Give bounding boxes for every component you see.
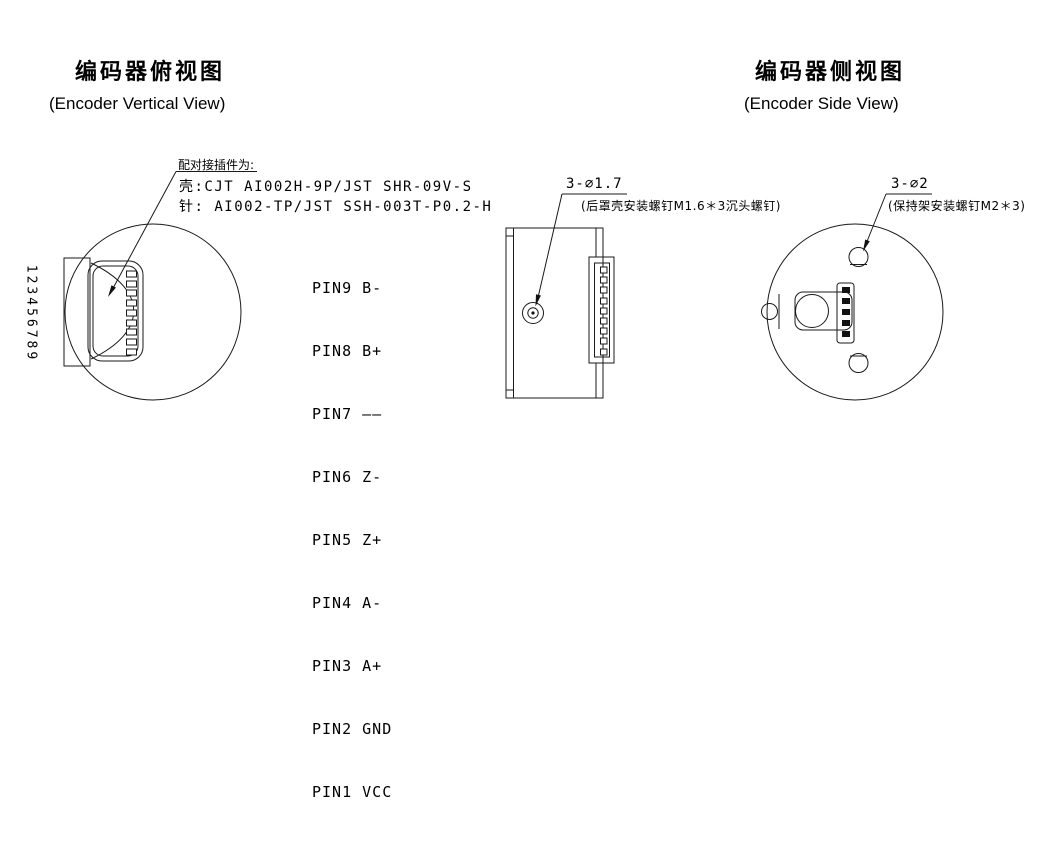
rear-screw-hole-outer bbox=[522, 302, 544, 324]
connector-note-shell: 壳:CJT AI002H-9P/JST SHR-09V-S bbox=[179, 179, 473, 195]
diagram-linework bbox=[63, 171, 944, 401]
pin-numbers-vertical-label: 123456789 bbox=[23, 264, 39, 363]
top-view-title-cn: 编码器俯视图 bbox=[75, 59, 226, 85]
top-view-title-en: (Encoder Vertical View) bbox=[49, 94, 226, 113]
connector-outer bbox=[87, 260, 144, 362]
pin-strip-pins bbox=[842, 287, 850, 337]
rear-screw-hole-inner bbox=[527, 307, 539, 319]
cage-screw-hole-top bbox=[848, 247, 869, 267]
cage-screw-dimension: 3-∅2 bbox=[891, 176, 929, 192]
connector-note-needle: 针: AI002-TP/JST SSH-003T-P0.2-H bbox=[179, 199, 493, 215]
left-mount-hole bbox=[761, 303, 778, 320]
rear-screw-leader bbox=[535, 193, 627, 307]
cage-screw-leader bbox=[863, 193, 932, 252]
pin-label: PIN6 Z- bbox=[312, 468, 383, 486]
drawing-sheet: 编码器俯视图 (Encoder Vertical View) 编码器侧视图 (E… bbox=[23, 59, 1026, 801]
pin-label: PIN2 GND bbox=[312, 720, 393, 738]
connector-inner bbox=[92, 265, 139, 357]
pin-label: PIN1 VCC bbox=[312, 783, 393, 801]
side-view-title-cn: 编码器侧视图 bbox=[755, 59, 906, 85]
encoder-face-outline bbox=[766, 223, 944, 401]
side-connector-outer bbox=[588, 256, 615, 364]
connector-housing bbox=[63, 257, 91, 367]
side-connector-pins bbox=[600, 266, 608, 356]
pin-label: PIN9 B- bbox=[312, 279, 383, 297]
pin-label: PIN5 Z+ bbox=[312, 531, 383, 549]
shaft-circle bbox=[795, 294, 829, 328]
connector-note-heading: 配对接插件为: bbox=[178, 158, 255, 172]
side-view-title-en: (Encoder Side View) bbox=[744, 94, 899, 113]
rear-screw-dimension: 3-∅1.7 bbox=[566, 176, 623, 192]
pin-label: PIN3 A+ bbox=[312, 657, 383, 675]
connector-note-leader bbox=[108, 171, 257, 297]
pin-list: PIN9 B- PIN8 B+ PIN7 —— PIN6 Z- PIN5 Z+ … bbox=[312, 236, 392, 845]
encoder-body-outline bbox=[64, 223, 242, 401]
pin-label: PIN8 B+ bbox=[312, 342, 383, 360]
side-connector-inner bbox=[594, 262, 610, 358]
side-profile-drawing bbox=[505, 193, 627, 399]
pin-label: PIN7 —— bbox=[312, 405, 383, 423]
side-face-drawing bbox=[761, 193, 944, 401]
rear-screw-note: (后罩壳安装螺钉M1.6＊3沉头螺钉) bbox=[581, 199, 781, 213]
cage-screw-hole-bottom bbox=[848, 353, 869, 373]
pin-label: PIN4 A- bbox=[312, 594, 383, 612]
top-view-drawing bbox=[63, 171, 257, 401]
connector-pin-cells bbox=[126, 270, 137, 356]
body-profile-outline bbox=[505, 227, 604, 399]
cage-screw-note: (保持架安装螺钉M2＊3) bbox=[888, 199, 1026, 213]
pin-strip-outline bbox=[836, 282, 855, 344]
